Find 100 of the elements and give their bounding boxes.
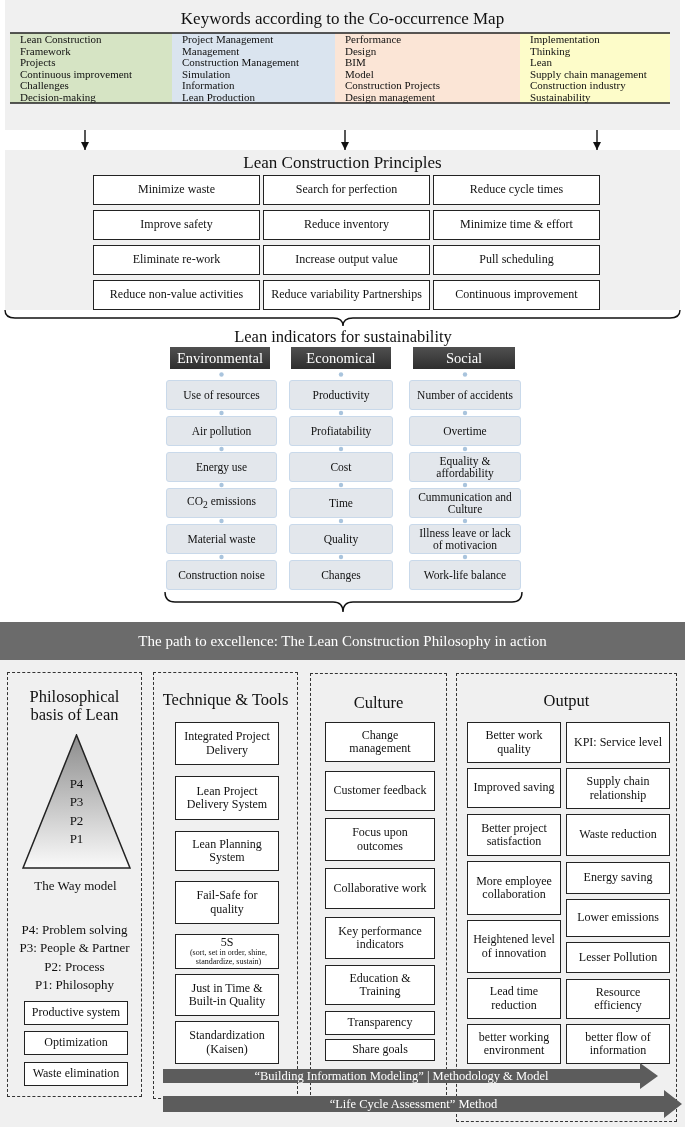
indicator-box: Illness leave or lack of motivacion (409, 524, 521, 554)
keyword-column (172, 33, 335, 103)
item-box: Pull scheduling (433, 245, 600, 275)
section-panel (5, 150, 680, 310)
keyword-column (335, 33, 520, 103)
item-box: Increase output value (263, 245, 430, 275)
item-box: Improved saving (467, 768, 561, 808)
indicator-box: Energy use (166, 452, 277, 482)
item-box: Search for perfection (263, 175, 430, 205)
item-box: Lower emissions (566, 899, 670, 937)
indicator-box: Overtime (409, 416, 521, 446)
category-header: Economical (291, 347, 391, 369)
item-box: Optimization (24, 1031, 128, 1055)
indicator-box: Air pollution (166, 416, 277, 446)
indicator-box: Material waste (166, 524, 277, 554)
keyword-text: Lean Construction (20, 34, 102, 46)
section-title: Lean indicators for sustainability (234, 328, 452, 347)
arrow (593, 129, 601, 151)
keyword-text: BIM (345, 57, 366, 69)
keyword-text: Continuous improvement (20, 68, 133, 80)
indicator-box: Time (289, 488, 393, 518)
item-box: Fail-Safe for quality (175, 881, 279, 924)
section-panel (0, 622, 685, 1127)
item-box: Integrated Project Delivery (175, 722, 279, 765)
indicator-box: CO$_{2}$ emissions (166, 488, 277, 518)
column-title: Philosophical basis of Lean (28, 688, 121, 725)
level-label: P2 (69, 814, 84, 829)
indicator-box: Number of accidents (409, 380, 521, 410)
arrow (81, 129, 89, 151)
keyword-text: Simulation (182, 68, 231, 80)
dashed-panel (7, 672, 142, 1097)
keyword-text: Lean (530, 57, 552, 69)
keyword-text: Thinking (530, 45, 571, 57)
keyword-text: Lean Production (182, 91, 255, 103)
indicator-box: Work-life balance (409, 560, 521, 590)
keyword-text: Design (345, 45, 377, 57)
column-title: Output (543, 692, 590, 711)
item-box: Share goals (325, 1039, 435, 1061)
indicator-box: Quality (289, 524, 393, 554)
keyword-text: Design management (345, 91, 436, 103)
panel-title: Keywords according to the Co-occurrence Map (180, 10, 505, 29)
item-box: Eliminate re-work (93, 245, 260, 275)
column-title: Culture (353, 694, 404, 713)
keyword-text: Model (345, 68, 374, 80)
panel-title: Lean Construction Principles (243, 154, 442, 173)
keyword-text: Performance (345, 34, 402, 46)
keyword-column (10, 33, 172, 103)
item-box: Heightened level of innovation (467, 920, 561, 973)
item-box: Productive system (24, 1001, 128, 1025)
item-box: Collaborative work (325, 868, 435, 909)
band-label: “Life Cycle Assessment” Method (329, 1096, 498, 1112)
level-label: P4 (69, 777, 84, 792)
indicator-box: Changes (289, 560, 393, 590)
keyword-text: Framework (20, 45, 71, 57)
principle-text: P2: Process (44, 960, 105, 975)
section-panel (5, 0, 680, 130)
item-box: Minimize waste (93, 175, 260, 205)
item-box: better flow of information (566, 1024, 670, 1064)
item-box: Customer feedback (325, 771, 435, 811)
item-box: Just in Time & Built-in Quality (175, 974, 279, 1016)
item-box: Continuous improvement (433, 280, 600, 310)
item-box: Lesser Pollution (566, 942, 670, 973)
item-box: Focus upon outcomes (325, 818, 435, 861)
keyword-text: Management (182, 45, 240, 57)
keyword-column (520, 33, 670, 103)
keyword-text: Supply chain management (530, 68, 647, 80)
indicator-box: Cummunication and Culture (409, 488, 521, 518)
principle-text: P3: People & Partner (19, 941, 130, 956)
keyword-text: Construction Projects (345, 80, 441, 92)
item-box: Lean Project Delivery System (175, 776, 279, 820)
keyword-text: Construction industry (530, 80, 626, 92)
level-label: P1 (69, 832, 84, 847)
category-header: Environmental (170, 347, 270, 369)
indicator-box: Productivity (289, 380, 393, 410)
item-box: KPI: Service level (566, 722, 670, 763)
item-text: 5S (220, 936, 234, 949)
indicator-box: Use of resources (166, 380, 277, 410)
item-box: Reduce non-value activities (93, 280, 260, 310)
item-box: Lead time reduction (467, 978, 561, 1019)
arrow (341, 129, 349, 151)
item-box: Reduce cycle times (433, 175, 600, 205)
item-box: Better work quality (467, 722, 561, 763)
item-box: Transparency (325, 1011, 435, 1035)
item-box: Lean Planning System (175, 831, 279, 871)
indicator-box: Equality & affordability (409, 452, 521, 482)
keyword-text: Construction Management (182, 57, 299, 69)
node-label: The Way model (34, 879, 117, 894)
item-box: Resource efficiency (566, 979, 670, 1019)
keyword-text: Implementation (530, 34, 600, 46)
item-box: Reduce inventory (263, 210, 430, 240)
category-header: Social (413, 347, 515, 369)
indicator-box: Cost (289, 452, 393, 482)
indicator-box: Construction noise (166, 560, 277, 590)
level-label: P3 (69, 795, 84, 810)
pointed-band (163, 1063, 658, 1089)
banner: The path to excellence: The Lean Construction Philosophy in action (0, 622, 685, 660)
keyword-text: Information (182, 80, 235, 92)
item-box: better working environment (467, 1024, 561, 1064)
item-box: Energy saving (566, 862, 670, 894)
pointed-band (163, 1090, 682, 1118)
